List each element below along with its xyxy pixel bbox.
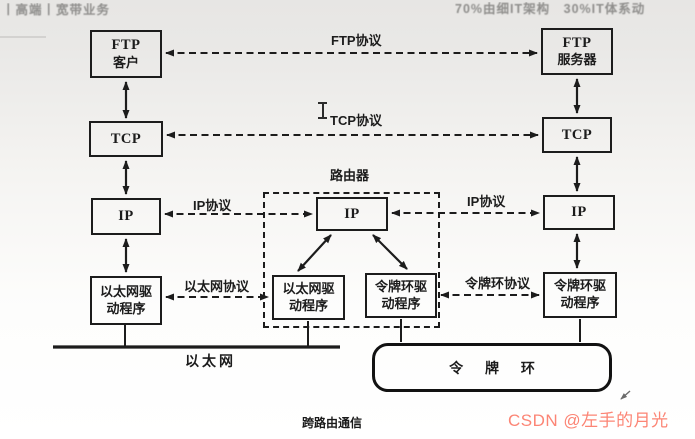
ip-protocol-left-label: IP协议	[193, 198, 232, 213]
ftp-client-line1: FTP	[111, 37, 141, 54]
ftp-server-box: FTP 服务器	[541, 28, 613, 75]
router-dashed-box	[263, 192, 440, 328]
ethernet-protocol-label: 以太网协议	[184, 279, 250, 294]
tcp-right-box: TCP	[542, 117, 612, 153]
router-token-driver-line2: 动程序	[381, 295, 421, 311]
ip-right-label: IP	[571, 204, 587, 221]
token-driver-right-box: 令牌环驱 动程序	[543, 272, 617, 318]
router-eth-driver-line2: 动程序	[288, 297, 328, 313]
router-token-driver-box: 令牌环驱 动程序	[365, 273, 437, 318]
ip-left-box: IP	[91, 198, 161, 235]
router-ethernet-driver-box: 以太网驱 动程序	[272, 275, 345, 320]
eth-driver-left-line1: 以太网驱	[99, 283, 152, 299]
ethernet-driver-left-box: 以太网驱 动程序	[90, 276, 162, 325]
ftp-client-line2: 客户	[112, 54, 139, 70]
router-eth-driver-line1: 以太网驱	[282, 280, 335, 296]
ip-right-box: IP	[543, 195, 615, 230]
router-label: 路由器	[330, 168, 370, 183]
ftp-protocol-label: FTP协议	[331, 33, 382, 48]
token-ring-protocol-label: 令牌环协议	[465, 276, 531, 291]
page-edge-line	[0, 36, 46, 38]
token-driver-right-line2: 动程序	[560, 295, 600, 310]
top-left-cropped-text: 丨高端丨宽带业务	[2, 3, 111, 17]
eth-driver-left-line2: 动程序	[106, 300, 146, 316]
tcp-right-label: TCP	[561, 126, 593, 143]
token-ring-network-shape: 令 牌 环	[372, 343, 612, 392]
ethernet-network-label: 以太网	[185, 353, 236, 369]
ftp-client-box: FTP 客户	[90, 30, 162, 78]
token-driver-right-line1: 令牌环驱	[553, 278, 606, 294]
text-cursor	[317, 102, 328, 119]
ip-left-label: IP	[118, 208, 134, 225]
figure-caption: 跨路由通信	[302, 416, 363, 430]
top-right-cropped-text: 70%由细IT架构 30%IT体系动	[455, 2, 646, 16]
mouse-cursor	[620, 390, 631, 400]
router-ip-label: IP	[344, 205, 360, 222]
tcp-protocol-label: TCP协议	[330, 113, 383, 128]
ftp-server-line1: FTP	[562, 34, 592, 51]
tcp-left-box: TCP	[89, 121, 163, 157]
router-token-driver-line1: 令牌环驱	[374, 278, 427, 294]
ftp-server-line2: 服务器	[557, 52, 597, 68]
token-ring-network-label: 令 牌 环	[449, 359, 544, 376]
ip-protocol-right-label: IP协议	[467, 194, 506, 209]
router-ip-box: IP	[316, 197, 388, 231]
csdn-watermark: CSDN @左手的月光	[508, 411, 669, 430]
tcp-left-label: TCP	[110, 130, 142, 147]
